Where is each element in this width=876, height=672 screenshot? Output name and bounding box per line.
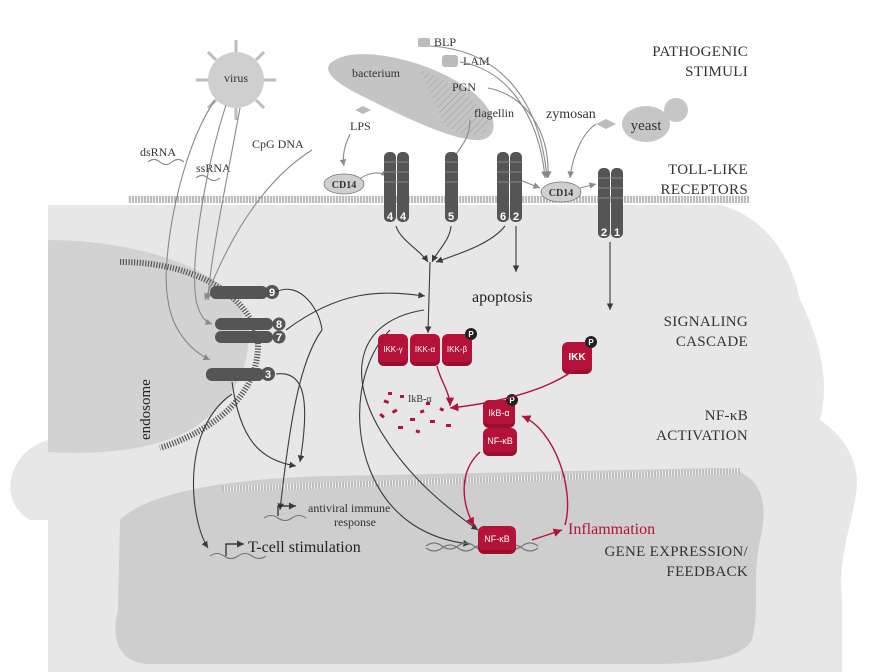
- zymosan-label: zymosan: [546, 107, 596, 122]
- dna-antiviral: [263, 514, 307, 522]
- svg-text:NF-κB: NF-κB: [484, 534, 510, 544]
- ikk-single: IKK P: [562, 336, 597, 374]
- yeast-icon: yeast: [622, 98, 688, 142]
- antiviral-label-2: response: [334, 515, 376, 529]
- pgn-label: PGN: [452, 80, 476, 94]
- nfkb-cytoplasmic: NF-κB: [483, 428, 517, 456]
- bacterium-icon: bacterium: [328, 54, 494, 140]
- svg-text:IkB-α: IkB-α: [488, 408, 509, 418]
- bacterium-label: bacterium: [352, 66, 401, 80]
- tlr4a-number: 4: [387, 211, 394, 223]
- ikk-gamma-label: IKK-γ: [383, 345, 403, 354]
- stage-pathogenic-2: STIMULI: [685, 64, 748, 80]
- plasma-membrane: [128, 196, 750, 203]
- ikb-fragments: IkB-α: [379, 392, 451, 434]
- cytoplasm-bulge-left: [10, 440, 48, 520]
- lps-label: LPS: [350, 119, 371, 133]
- lam-shape: [442, 55, 458, 67]
- ikb-alpha-protein: IkB-α P: [483, 394, 518, 428]
- yeast-label: yeast: [631, 118, 663, 134]
- inflammation-label: Inflammation: [568, 521, 655, 538]
- stage-pathogenic-1: PATHOGENIC: [652, 44, 748, 60]
- tlr3: 3: [206, 367, 275, 381]
- svg-text:CD14: CD14: [332, 180, 356, 191]
- ikk-complex: IKK-γ IKK-α IKK-β P: [378, 328, 477, 366]
- stage-signaling-2: CASCADE: [676, 334, 748, 350]
- cd14-left: CD14: [323, 173, 365, 195]
- tcell-promoter-arrow: [225, 540, 244, 556]
- stage-tlr-1: TOLL-LIKE: [668, 162, 748, 178]
- svg-text:9: 9: [269, 287, 275, 299]
- endosome-membrane: [119, 259, 262, 451]
- svg-text:NF-κB: NF-κB: [487, 436, 513, 446]
- tlr4b-number: 4: [400, 211, 407, 223]
- ligand-arrows: [165, 45, 597, 361]
- svg-text:P: P: [588, 338, 594, 347]
- virus-label: virus: [224, 71, 248, 85]
- tlr8-tlr7: 8 7: [215, 317, 286, 344]
- ssrna-label: ssRNA: [196, 161, 231, 175]
- cpg-dna-label: CpG DNA: [252, 137, 304, 151]
- ikk-label: IKK: [568, 352, 586, 363]
- blp-shape: [418, 38, 430, 47]
- svg-text:2: 2: [513, 211, 519, 223]
- ikk-beta-phospho: P: [468, 330, 474, 339]
- tlr6-tlr2-dimer: 6 2: [497, 152, 522, 223]
- stage-tlr-2: RECEPTORS: [661, 182, 748, 198]
- svg-text:5: 5: [448, 211, 454, 223]
- activation-arrows: [436, 365, 575, 541]
- svg-text:3: 3: [265, 369, 271, 381]
- stage-gene-2: FEEDBACK: [666, 564, 748, 580]
- tlr9: 9: [210, 285, 279, 299]
- tlr4-dimer: 4 4: [384, 152, 409, 223]
- svg-text:2: 2: [601, 227, 607, 239]
- stage-gene-1: GENE EXPRESSION/: [604, 544, 748, 560]
- svg-text:1: 1: [614, 227, 620, 239]
- flagellin-label: flagellin: [474, 106, 514, 120]
- stage-labels: PATHOGENIC STIMULI TOLL-LIKE RECEPTORS S…: [604, 44, 748, 580]
- svg-text:6: 6: [500, 211, 506, 223]
- stage-nfkb-2: ACTIVATION: [656, 428, 748, 444]
- cd14-right: CD14: [540, 181, 582, 203]
- stage-signaling-1: SIGNALING: [664, 314, 748, 330]
- endosome-label: endosome: [138, 379, 154, 440]
- tlr2-tlr1-dimer: 2 1: [598, 168, 623, 239]
- stage-nfkb-1: NF-κB: [705, 408, 748, 424]
- zymosan-shape: [596, 119, 616, 129]
- ikb-fragments-label: IkB-α: [408, 394, 432, 405]
- virus-icon: virus: [196, 40, 276, 120]
- endosome-body: [48, 240, 248, 453]
- tlr5: 5: [445, 152, 458, 223]
- tcell-label: T-cell stimulation: [248, 539, 361, 556]
- dna-tcell: [209, 552, 267, 560]
- ssrna-strand: [195, 174, 221, 182]
- antiviral-label-1: antiviral immune: [308, 501, 390, 515]
- nuclear-membrane: [222, 468, 740, 492]
- signaling-arrows: [192, 225, 614, 549]
- svg-text:7: 7: [276, 332, 282, 344]
- svg-text:8: 8: [276, 319, 282, 331]
- dsrna-strand: [147, 158, 185, 166]
- svg-text:CD14: CD14: [549, 188, 573, 199]
- antiviral-promoter-arrow: [277, 502, 296, 516]
- lps-shape: [355, 106, 371, 114]
- ikk-beta-label: IKK-β: [447, 345, 468, 354]
- apoptosis-label: apoptosis: [472, 289, 532, 306]
- nfkb-nuclear: NF-κB: [478, 526, 516, 554]
- dsrna-label: dsRNA: [140, 145, 176, 159]
- svg-text:P: P: [509, 396, 515, 405]
- ikk-alpha-label: IKK-α: [415, 345, 436, 354]
- blp-label: BLP: [434, 35, 456, 49]
